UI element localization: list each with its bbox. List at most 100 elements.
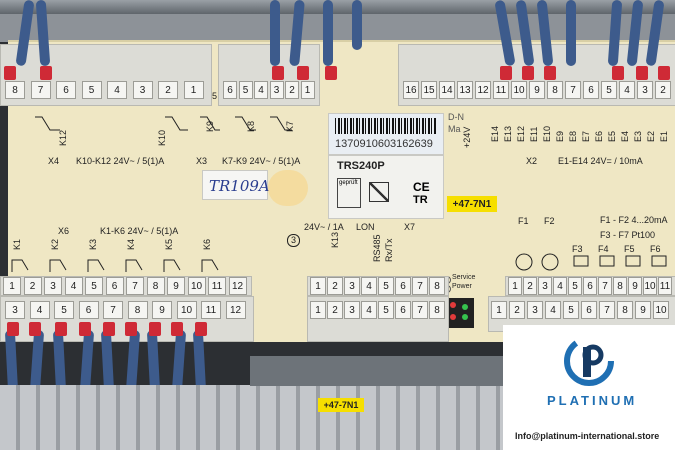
platinum-logo-icon [564, 336, 614, 386]
terminal-number: 6 [583, 81, 599, 99]
terminal-number: 8 [613, 277, 627, 295]
terminal-number: 3 [44, 277, 62, 295]
terminal-number: 7 [598, 277, 612, 295]
wire-top-6 [352, 0, 362, 50]
terminal-number: 6 [583, 277, 597, 295]
terminal-number: 9 [167, 277, 185, 295]
terminal-number: 7 [30, 81, 51, 99]
terminal-number: 8 [5, 81, 25, 99]
red-pin [612, 66, 624, 80]
terminal-number: 8 [547, 81, 563, 99]
label-x2: X2 [526, 156, 538, 166]
terminal-number: 6 [223, 81, 237, 99]
red-pin [149, 322, 161, 336]
relay-label-k8: K8 [246, 120, 256, 132]
terminal-number: 2 [509, 301, 525, 319]
terminal-number: 10 [187, 277, 206, 295]
barcode-number: 1370910603162639 [335, 138, 433, 150]
f5-label: F5 [624, 244, 635, 254]
tr-mark: TR [413, 194, 428, 206]
led-red [450, 302, 456, 308]
terminal-number: 4 [619, 81, 635, 99]
analog-spec-2: F3 - F7 Pt100 [600, 230, 656, 240]
relay-symbols-mid [11, 259, 219, 272]
input-label: E1 [659, 130, 669, 142]
red-pin [171, 322, 183, 336]
plus-24v: +24V [462, 126, 472, 148]
circle-ref: 3 [287, 234, 300, 247]
terminal-number: 1 [508, 277, 522, 295]
terminal-number: 6 [78, 301, 99, 319]
logo-email: Info@platinum-international.store [515, 431, 660, 441]
terminal-number: 8 [146, 277, 165, 295]
terminal-number: 3 [527, 301, 543, 319]
terminal-number: 10 [643, 277, 657, 295]
f3-label: F3 [572, 244, 583, 254]
relay-label-mid: K1 [12, 238, 22, 250]
terminal-number: 6 [395, 277, 411, 295]
terminal-number: 2 [285, 81, 299, 99]
terminal-number: 7 [599, 301, 615, 319]
circle-ref-number: 3 [290, 235, 296, 245]
relay-label-mid: K4 [126, 238, 136, 250]
label-x3: X3 [196, 156, 208, 166]
terminal-number: 2 [158, 81, 178, 99]
input-label: E4 [620, 130, 630, 142]
relay-spec-top-left: K10-K12 24V~ / 5(1)A [76, 156, 165, 166]
inputs-spec: E1-E14 24V= / 10mA [558, 156, 643, 166]
terminal-number: 3 [269, 81, 284, 99]
wire-top-10 [566, 0, 576, 66]
input-label: E10 [542, 125, 552, 142]
terminal-number: 7 [565, 81, 581, 99]
input-label: E9 [555, 130, 565, 142]
terminal-number: 13 [457, 81, 473, 99]
handwritten-note: TR109A [209, 177, 270, 195]
logo-brand: PLATINUM [547, 393, 638, 408]
relay-spec-top-mid: K7-K9 24V~ / 5(1)A [222, 156, 301, 166]
terminal-number: 2 [23, 277, 42, 295]
watermark-panel: PLATINUM Info@platinum-international.sto… [503, 325, 675, 450]
relay-symbols-top [35, 116, 292, 131]
led-block [444, 298, 474, 328]
terminal-number: 8 [617, 301, 633, 319]
label-x4: X4 [48, 156, 60, 166]
terminal-number: 9 [628, 277, 642, 295]
terminal-number: 10 [511, 81, 527, 99]
terminal-number: 1 [310, 277, 326, 295]
terminal-number: 4 [107, 81, 127, 99]
f1-label: F1 [518, 216, 529, 226]
terminal-number: 4 [545, 301, 561, 319]
input-label: E2 [646, 130, 656, 142]
weee-bin-icon [369, 182, 389, 202]
terminal-number: 7 [412, 301, 428, 319]
lon-label: LON [356, 222, 375, 232]
terminal-number: 7 [126, 277, 144, 295]
terminal-number: 5 [81, 81, 102, 99]
terminal-number: 1 [183, 81, 204, 99]
terminal-number: 2 [655, 81, 671, 99]
red-pin [272, 66, 284, 80]
relay-label-k10: K10 [157, 129, 167, 146]
f4-label: F4 [598, 244, 609, 254]
red-pin [297, 66, 309, 80]
rs485-label: RS485 [372, 234, 382, 262]
red-pin [544, 66, 556, 80]
terminal-number: 11 [493, 81, 509, 99]
terminal-number: 9 [529, 81, 545, 99]
terminal-number: 12 [475, 81, 491, 99]
terminal-number: 4 [64, 277, 83, 295]
terminal-number: 3 [5, 301, 25, 319]
analog-spec-1: F1 - F2 4...20mA [600, 215, 668, 225]
orange-glow [268, 170, 308, 206]
terminal-number: 3 [538, 277, 552, 295]
terminal-number: 9 [635, 301, 651, 319]
terminal-number: 10 [176, 301, 197, 319]
power-label: Power [452, 283, 472, 290]
terminal-number: 15 [421, 81, 437, 99]
terminal-number: 6 [56, 81, 76, 99]
terminal-number: 6 [395, 301, 411, 319]
red-pin [55, 322, 67, 336]
